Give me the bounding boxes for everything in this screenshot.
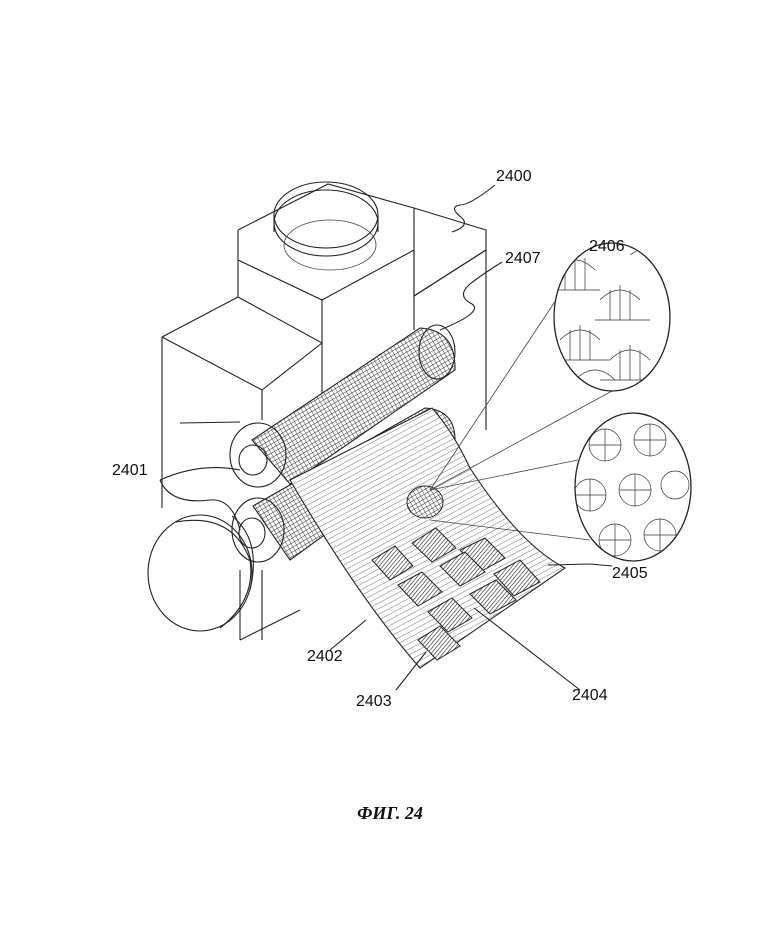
- ref-2401: 2401: [112, 463, 148, 479]
- sheet-zoom-spot: [407, 486, 443, 518]
- ref-2400: 2400: [496, 169, 532, 185]
- figure-caption: ФИГ. 24: [0, 803, 780, 824]
- ref-2407: 2407: [505, 251, 541, 267]
- ref-2406: 2406: [589, 239, 625, 255]
- side-knob: [148, 515, 253, 631]
- top-knob: [274, 182, 378, 270]
- ref-2402: 2402: [307, 649, 343, 665]
- ref-2403: 2403: [356, 694, 392, 710]
- ref-2405: 2405: [612, 566, 648, 582]
- ref-2404: 2404: [572, 688, 608, 704]
